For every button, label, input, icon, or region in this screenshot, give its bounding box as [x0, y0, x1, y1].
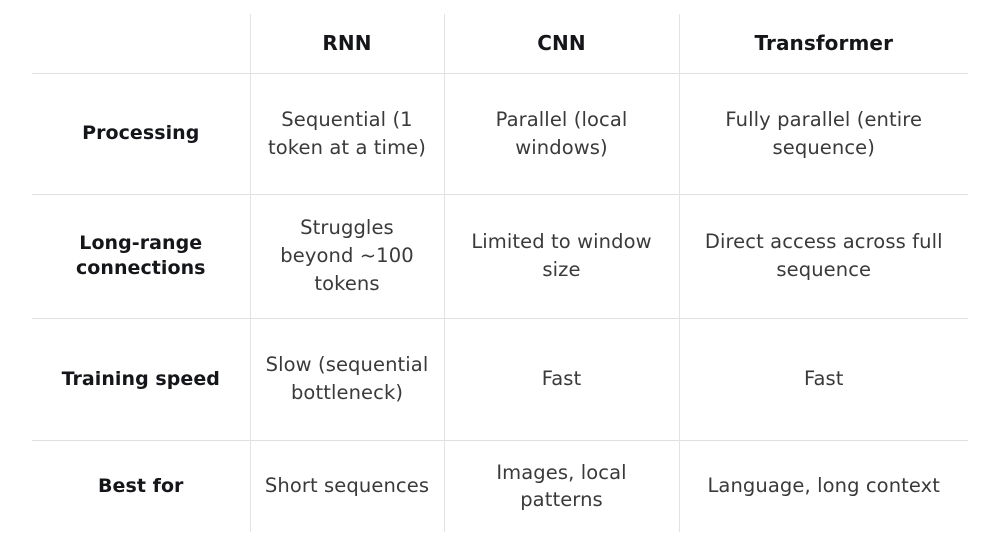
cell-training-speed-transformer: Fast	[803, 367, 844, 391]
column-header-rnn: RNN	[250, 14, 445, 73]
row-header-long-range-connections: Long-range connections	[32, 194, 251, 318]
table-row-long-range-connections: Long-range connections Struggles beyond …	[32, 194, 968, 318]
table-row-best-for: Best for Short sequences Images, local p…	[32, 440, 968, 532]
cell-long-range-connections-rnn: Struggles beyond ~100 tokens	[250, 194, 445, 318]
cell-long-range-connections-transformer: Direct access across full sequence	[704, 230, 943, 281]
table-body: Processing Sequential (1 token at a time…	[32, 73, 968, 532]
row-header-training-speed: Training speed	[32, 318, 251, 440]
cell-best-for-transformer: Language, long context	[707, 474, 941, 498]
comparison-table: RNN CNN Transformer Processing Sequentia…	[32, 14, 968, 532]
cell-best-for-rnn: Short sequences	[250, 440, 445, 532]
cell-processing-rnn: Sequential (1 token at a time)	[250, 73, 445, 194]
table-row-training-speed: Training speed Slow (sequential bottlene…	[32, 318, 968, 440]
cell-best-for-cnn: Images, local patterns	[444, 440, 680, 532]
cell-long-range-connections-cnn: Limited to window size	[444, 194, 680, 318]
cell-processing-cnn: Parallel (local windows)	[444, 73, 680, 194]
cell-training-speed-rnn: Slow (sequential bottleneck)	[250, 318, 445, 440]
table-corner-cell	[32, 14, 251, 73]
cell-processing-transformer: Fully parallel (entire sequence)	[725, 107, 923, 159]
column-header-transformer: Transformer	[754, 30, 894, 55]
header-row: RNN CNN Transformer	[32, 14, 968, 73]
row-header-best-for: Best for	[32, 440, 251, 532]
table-header: RNN CNN Transformer	[32, 14, 968, 73]
table-row-processing: Processing Sequential (1 token at a time…	[32, 73, 968, 194]
column-header-cnn: CNN	[444, 14, 680, 73]
cell-training-speed-cnn: Fast	[444, 318, 680, 440]
row-header-processing: Processing	[32, 73, 251, 194]
